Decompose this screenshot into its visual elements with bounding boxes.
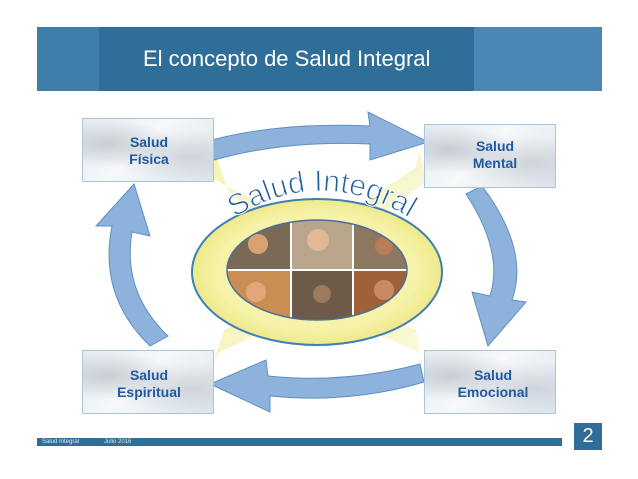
box-salud-fisica: Salud Física bbox=[82, 118, 214, 182]
box-label-fisica: Salud Física bbox=[111, 134, 187, 168]
slide-header: El concepto de Salud Integral bbox=[37, 27, 602, 91]
footer-bar bbox=[37, 438, 562, 446]
box-photo bbox=[425, 125, 555, 187]
header-accent-left bbox=[37, 27, 99, 91]
header-accent-right bbox=[474, 27, 602, 91]
box-label-line1: Salud bbox=[129, 134, 169, 150]
slide-title: El concepto de Salud Integral bbox=[143, 46, 431, 71]
box-label-espiritual: Salud Espiritual bbox=[109, 367, 189, 401]
arrow-fisica-to-mental bbox=[211, 111, 430, 161]
footer-label: Salud Integral bbox=[42, 439, 80, 445]
cycle-arrows bbox=[94, 111, 527, 413]
box-photo bbox=[425, 351, 555, 413]
box-label-line1: Salud bbox=[473, 367, 513, 383]
arrow-mental-to-emocional bbox=[465, 185, 527, 348]
arrow-emocional-to-espiritual bbox=[208, 359, 425, 413]
box-photo bbox=[83, 351, 213, 413]
box-salud-emocional: Salud Emocional bbox=[424, 350, 556, 414]
arrow-espiritual-to-fisica bbox=[94, 183, 169, 347]
box-label-mental: Salud Mental bbox=[455, 138, 535, 172]
box-salud-espiritual: Salud Espiritual bbox=[82, 350, 214, 414]
box-label-line2: Mental bbox=[472, 155, 518, 171]
box-label-line1: Salud bbox=[129, 367, 169, 383]
footer-date: Julio 2016 bbox=[104, 439, 132, 445]
box-salud-mental: Salud Mental bbox=[424, 124, 556, 188]
box-label-line2: Espiritual bbox=[117, 384, 181, 400]
box-label-emocional: Salud Emocional bbox=[449, 367, 537, 401]
box-photo bbox=[83, 119, 213, 181]
page-number: 2 bbox=[574, 423, 602, 450]
box-label-line2: Física bbox=[129, 151, 169, 167]
box-label-line1: Salud bbox=[475, 138, 515, 154]
collage-border bbox=[226, 219, 408, 321]
box-label-line2: Emocional bbox=[457, 384, 529, 400]
